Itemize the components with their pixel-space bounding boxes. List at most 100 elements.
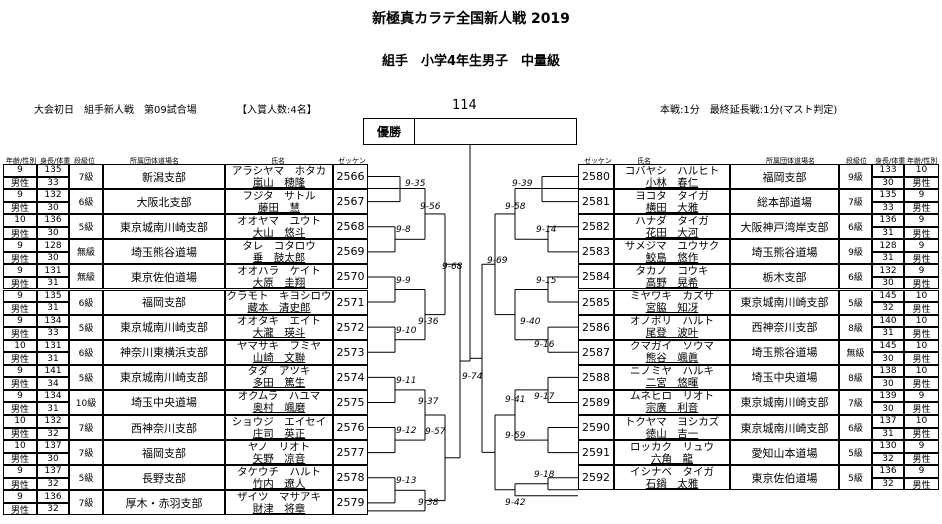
weight-cell: 31 bbox=[872, 251, 904, 265]
gender-cell: 男性 bbox=[904, 327, 939, 340]
bout-label: 9-58 bbox=[505, 201, 526, 212]
height-cell: 135 bbox=[37, 289, 69, 303]
gender-cell: 男性 bbox=[904, 176, 939, 190]
gender-cell: 男性 bbox=[904, 477, 939, 491]
age-cell: 9 bbox=[3, 164, 37, 177]
height-cell: 141 bbox=[37, 364, 69, 378]
height-cell: 138 bbox=[872, 364, 904, 378]
zekken-cell: 2591 bbox=[578, 440, 614, 466]
rank-cell: 6級 bbox=[839, 214, 872, 240]
left-header-name: 氏名 bbox=[271, 157, 285, 165]
total-number: 114 bbox=[452, 98, 477, 113]
dojo-cell: 埼玉中央道場 bbox=[730, 364, 839, 390]
player-kana: ショウジ エイセイ bbox=[231, 415, 327, 428]
weight-cell: 30 bbox=[37, 452, 69, 466]
zekken-cell: 2577 bbox=[333, 440, 368, 466]
bout-label: 9-74 bbox=[462, 371, 483, 382]
gender-cell: 男性 bbox=[3, 377, 37, 390]
right-header-name: 氏名 bbox=[637, 157, 651, 165]
weight-cell: 30 bbox=[872, 352, 904, 365]
right-header-age: 年齢/性別 bbox=[907, 157, 938, 165]
player-kana: ハナダ タイガ bbox=[635, 214, 709, 227]
weight-cell: 30 bbox=[872, 276, 904, 290]
weight-cell: 33 bbox=[37, 327, 69, 340]
player-name-cell: ショウジ エイセイ庄司 英正 bbox=[225, 415, 333, 441]
player-name: 鮫島 悠作 bbox=[645, 251, 699, 264]
gender-cell: 男性 bbox=[3, 427, 37, 441]
height-cell: 139 bbox=[872, 389, 904, 403]
bout-label: 9-41 bbox=[505, 395, 526, 405]
player-name-cell: オクムラ ハユマ奥村 颯磨 bbox=[225, 389, 333, 415]
rank-cell: 9級 bbox=[839, 164, 872, 190]
zekken-cell: 2583 bbox=[578, 239, 614, 265]
player-kana: タダ アツキ bbox=[247, 365, 311, 378]
player-name: 花田 大河 bbox=[645, 226, 699, 239]
rank-cell: 6級 bbox=[69, 339, 103, 365]
player-kana: タカノ コウキ bbox=[635, 264, 709, 277]
player-kana: コバヤシ ハルヒト bbox=[624, 164, 720, 177]
dojo-cell: 福岡支部 bbox=[730, 164, 839, 190]
player-name-cell: クマガイ ソウマ熊谷 颯眞 bbox=[614, 339, 730, 365]
bout-label: 9-59 bbox=[505, 431, 526, 441]
bout-label: 9-68 bbox=[442, 262, 463, 273]
gender-cell: 男性 bbox=[3, 327, 37, 340]
zekken-cell: 2586 bbox=[578, 314, 614, 340]
bout-label: 9-11 bbox=[396, 375, 417, 386]
player-name-cell: ハナダ タイガ花田 大河 bbox=[614, 214, 730, 240]
rank-cell: 7級 bbox=[839, 189, 872, 215]
zekken-cell: 2585 bbox=[578, 289, 614, 315]
height-cell: 132 bbox=[37, 189, 69, 202]
zekken-cell: 2569 bbox=[333, 239, 368, 265]
bout-label: 9-17 bbox=[534, 391, 555, 402]
player-name-cell: タレ コタロウ垂 鼓太郎 bbox=[225, 239, 333, 265]
height-cell: 136 bbox=[872, 214, 904, 227]
weight-cell: 30 bbox=[37, 226, 69, 240]
right-header-rank: 段級位 bbox=[846, 157, 867, 165]
zekken-cell: 2573 bbox=[333, 339, 368, 365]
player-name: 矢野 凉音 bbox=[252, 452, 306, 465]
zekken-cell: 2582 bbox=[578, 214, 614, 240]
player-kana: イシナベ タイガ bbox=[630, 465, 714, 478]
dojo-cell: 栃木支部 bbox=[730, 264, 839, 290]
gender-cell: 男性 bbox=[904, 302, 939, 315]
bout-label: 9-38 bbox=[418, 498, 439, 509]
height-cell: 135 bbox=[37, 164, 69, 177]
age-cell: 9 bbox=[3, 364, 37, 378]
bout-label: 9-40 bbox=[520, 316, 541, 327]
player-kana: オクムラ ハユマ bbox=[237, 390, 321, 403]
age-cell: 9 bbox=[3, 490, 37, 503]
player-name: 山崎 文聯 bbox=[252, 352, 306, 365]
gender-cell: 男性 bbox=[904, 377, 939, 390]
dojo-cell: 東京佐伯道場 bbox=[103, 264, 225, 290]
dojo-cell: 埼玉中央道場 bbox=[103, 389, 225, 415]
rank-cell: 6級 bbox=[839, 264, 872, 290]
player-name-cell: タカノ コウキ高野 晃希 bbox=[614, 264, 730, 290]
gender-cell: 男性 bbox=[3, 452, 37, 466]
player-name-cell: ムネヒロ リオト宗廣 利音 bbox=[614, 389, 730, 415]
player-name: 奥村 颯磨 bbox=[252, 402, 306, 415]
zekken-cell: 2567 bbox=[333, 189, 368, 215]
age-cell: 10 bbox=[3, 339, 37, 353]
age-cell: 9 bbox=[904, 389, 939, 403]
left-header-age: 年齢/性別 bbox=[6, 157, 37, 165]
weight-cell: 32 bbox=[872, 452, 904, 466]
weight-cell: 30 bbox=[37, 201, 69, 215]
player-kana: クマガイ ソウマ bbox=[630, 340, 714, 353]
bout-label: 9-57 bbox=[425, 427, 446, 437]
rank-cell: 7級 bbox=[69, 164, 103, 190]
rank-cell: 6級 bbox=[69, 189, 103, 215]
bout-label: 9-10 bbox=[396, 325, 417, 336]
bout-label: 9-42 bbox=[505, 497, 526, 508]
player-name: 六角 龍 bbox=[651, 452, 693, 465]
weight-cell: 32 bbox=[37, 427, 69, 441]
gender-cell: 男性 bbox=[3, 402, 37, 415]
category-subtitle: 組手 小学4年生男子 中量級 bbox=[381, 54, 561, 69]
zekken-cell: 2574 bbox=[333, 364, 368, 390]
day-info: 大会初日 組手新人戦 第09試合場 bbox=[34, 105, 197, 116]
right-header-dojo: 所属団体道場名 bbox=[766, 157, 815, 165]
player-name: 徳山 吉一 bbox=[645, 427, 699, 440]
weight-cell: 32 bbox=[37, 502, 69, 516]
player-name-cell: トクヤマ ヨシカズ徳山 吉一 bbox=[614, 415, 730, 441]
weight-cell: 34 bbox=[37, 377, 69, 390]
